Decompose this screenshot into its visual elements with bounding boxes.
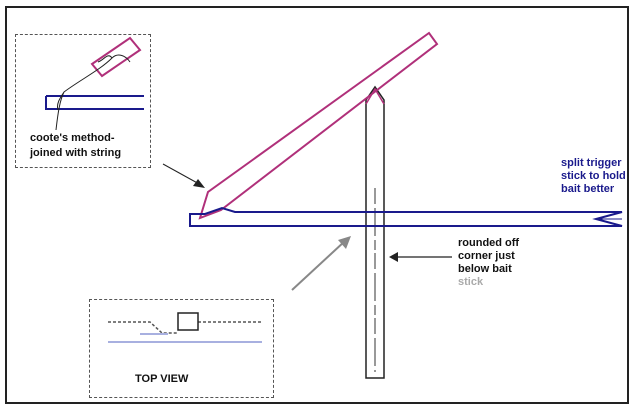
- coote-string: [55, 54, 131, 131]
- bait-stick: [198, 31, 439, 220]
- upright-stick: [365, 85, 385, 379]
- inset-cootes-method: [15, 34, 151, 168]
- diagram-frame: [5, 6, 629, 404]
- label-rounded-line2: corner just: [458, 250, 515, 262]
- label-split-line2: stick to hold: [561, 170, 626, 182]
- label-coote-line2: joined with string: [30, 147, 122, 159]
- label-rounded-line1: rounded off: [458, 237, 520, 249]
- top-view-drawing: [108, 312, 262, 343]
- label-split-line3: bait better: [561, 183, 615, 195]
- inset-top-view: [89, 299, 274, 398]
- label-split-line1: split trigger: [561, 157, 622, 169]
- cootes-method-drawing: [45, 36, 144, 131]
- label-rounded-line3: below bait: [458, 263, 512, 275]
- trigger-stick: [189, 206, 623, 227]
- arrow-head-coote: [193, 179, 205, 188]
- label-top-view: TOP VIEW: [135, 373, 189, 385]
- topview-upper-line: [108, 321, 262, 334]
- coote-bait-stick: [90, 36, 142, 78]
- arrow-head-rounded: [389, 252, 398, 262]
- label-coote-line1: coote's method-: [30, 132, 115, 144]
- bait-stick-notch: [365, 87, 385, 105]
- arrow-line-coote: [162, 163, 202, 186]
- label-rounded-line4: stick: [458, 276, 484, 288]
- arrow-line-topview: [291, 240, 346, 291]
- arrow-head-topview: [338, 236, 351, 249]
- topview-upright: [177, 312, 199, 331]
- topview-lower-line: [108, 333, 262, 343]
